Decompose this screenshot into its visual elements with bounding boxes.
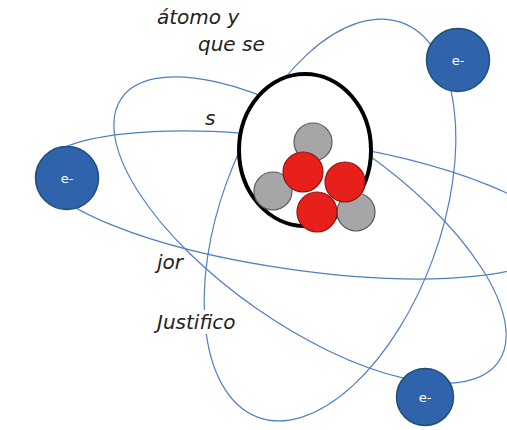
proton — [297, 192, 337, 232]
electron-circle — [427, 29, 490, 92]
note-text: átomo y — [155, 5, 241, 29]
electron-circle — [36, 147, 99, 210]
proton — [325, 162, 365, 202]
note-text: que se — [196, 32, 267, 56]
electron-label: e- — [419, 390, 432, 405]
orbit — [67, 20, 507, 430]
electron: e- — [425, 27, 491, 93]
electron-circle — [397, 369, 454, 426]
note-text: jor — [155, 250, 185, 274]
note-text: s — [203, 106, 217, 130]
electron: e- — [34, 145, 100, 211]
electron: e- — [395, 367, 455, 427]
orbit — [155, 0, 505, 430]
electron-label: e- — [61, 171, 74, 186]
note-text: Justifico — [155, 310, 238, 334]
proton — [283, 152, 323, 192]
electron-label: e- — [452, 53, 465, 68]
